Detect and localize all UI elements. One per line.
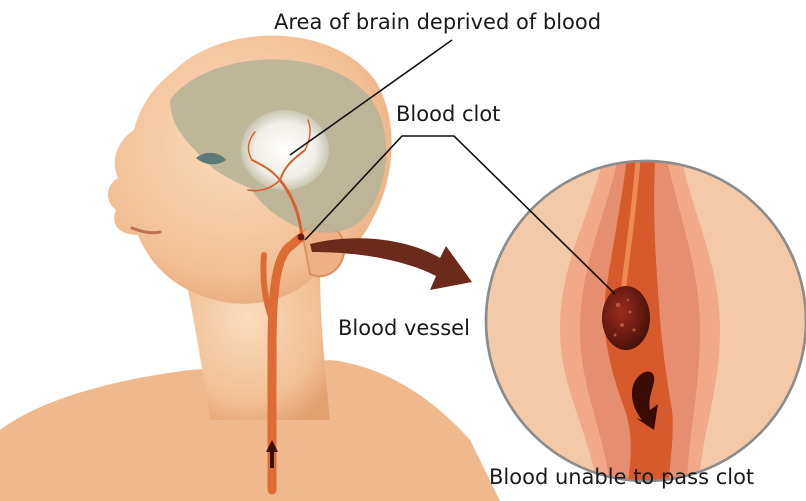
label-area-deprived: Area of brain deprived of blood xyxy=(274,12,601,33)
blood-clot xyxy=(602,286,650,350)
ischemic-area xyxy=(241,110,329,190)
label-blood-vessel: Blood vessel xyxy=(338,318,470,339)
label-blood-clot: Blood clot xyxy=(396,104,500,125)
clot-dot xyxy=(298,234,305,241)
label-blood-unable: Blood unable to pass clot xyxy=(489,467,754,488)
magnified-view xyxy=(486,150,806,500)
